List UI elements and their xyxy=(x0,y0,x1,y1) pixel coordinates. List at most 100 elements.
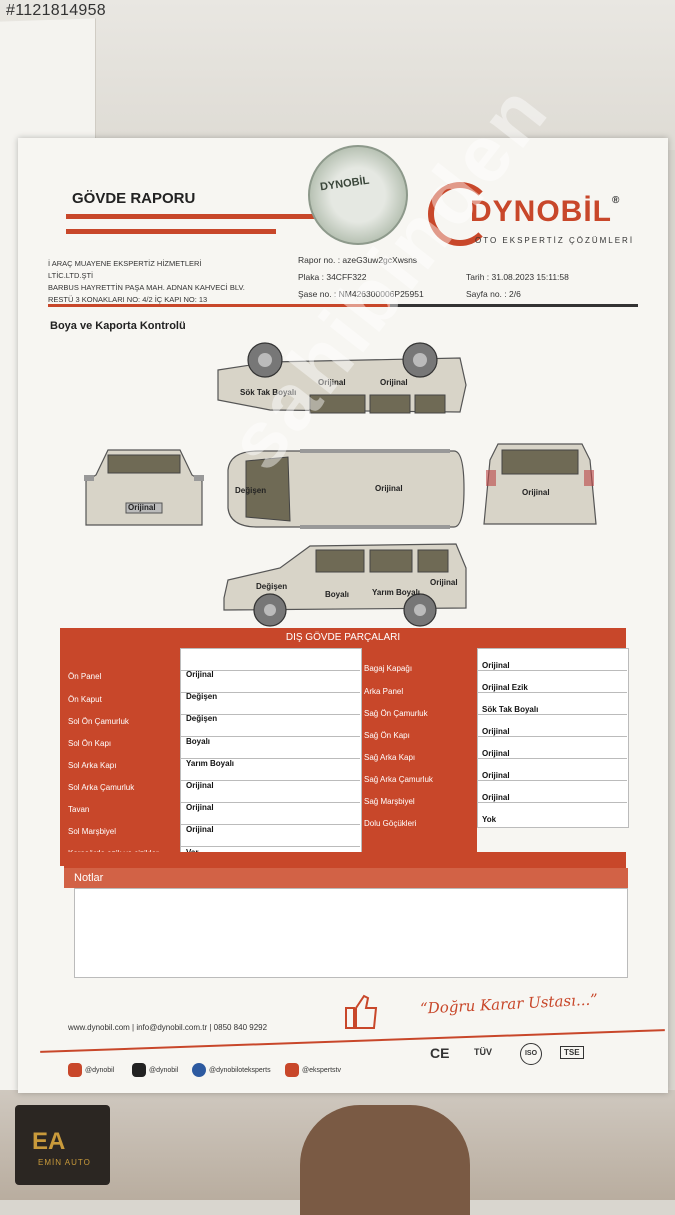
table-row-status: Değişen xyxy=(186,692,218,701)
table-row-status: Orijinal xyxy=(482,749,510,758)
car-label-front: Orijinal xyxy=(128,503,156,512)
social-facebook: @dynobiloteksperts xyxy=(192,1063,271,1077)
parts-table-left-labels xyxy=(60,648,180,866)
grid-line xyxy=(180,692,360,693)
car-roof-diagram xyxy=(227,449,465,529)
car-label-orijinal-1: Orijinal xyxy=(318,378,346,387)
table-row-status: Orijinal xyxy=(186,781,214,790)
table-row-part: Dolu Göçükleri xyxy=(364,819,417,828)
grid-line xyxy=(180,824,360,825)
notes-box xyxy=(74,888,628,978)
table-row-status: Orijinal xyxy=(186,670,214,679)
badge-mark: EA xyxy=(32,1128,66,1155)
car-rear-diagram xyxy=(483,443,597,525)
page-number: Sayfa no. : 2/6 xyxy=(466,289,521,299)
plate-number: Plaka : 34CFF322 xyxy=(298,272,367,282)
car-label-side-orijinal: Orijinal xyxy=(430,578,458,587)
car-label-side-boyali: Boyalı xyxy=(325,590,350,599)
company-info: İ ARAÇ MUAYENE EKSPERTİZ HİZMETLERİ LTİC… xyxy=(48,259,245,304)
grid-line xyxy=(180,846,360,847)
table-row-part: Sol Ön Çamurluk xyxy=(68,717,129,726)
table-row-part: Bagaj Kapağı xyxy=(364,664,413,673)
brand-logo: DYNOBİL® xyxy=(470,195,621,228)
thumbs-up-icon xyxy=(345,994,378,1029)
footer-contact: www.dynobil.com | info@dynobil.com.tr | … xyxy=(68,1023,268,1032)
car-label-sok-tak: Sök Tak Boyalı xyxy=(240,388,297,397)
table-row-status: Orijinal xyxy=(482,771,510,780)
table-row-part: Sağ Ön Kapı xyxy=(364,731,410,740)
iso-mark: ISO xyxy=(520,1043,542,1065)
section-title: Boya ve Kaporta Kontrolü xyxy=(50,320,186,332)
facebook-icon xyxy=(192,1063,206,1077)
social-youtube: @ekspertstv xyxy=(285,1063,341,1077)
social-tiktok: @dynobil xyxy=(132,1063,178,1077)
grid-line xyxy=(180,670,360,671)
table-row-status: Yok xyxy=(482,815,497,824)
table-row-part: Ön Panel xyxy=(68,672,102,681)
table-row-part: Sol Marşbiyel xyxy=(68,827,117,836)
table-row-status: Orijinal xyxy=(482,793,510,802)
corner-badge xyxy=(15,1105,110,1185)
car-right-side-diagram xyxy=(217,342,467,414)
grid-line xyxy=(477,714,627,715)
table-row-status: Sök Tak Boyalı xyxy=(482,705,539,714)
grid-line xyxy=(477,758,627,759)
notes-divider xyxy=(64,852,626,870)
brand-logo-icon xyxy=(428,182,492,246)
car-label-orijinal-2: Orijinal xyxy=(380,378,408,387)
table-row-part: Sağ Marşbiyel xyxy=(364,797,415,806)
car-left-side-diagram xyxy=(223,543,467,627)
table-row-status: Orijinal xyxy=(482,661,510,670)
report-date: Tarih : 31.08.2023 15:11:58 xyxy=(466,272,569,282)
tiktok-icon xyxy=(132,1063,146,1077)
grid-line xyxy=(180,780,360,781)
parts-table-right-values xyxy=(477,648,629,828)
car-label-roof-orijinal: Orijinal xyxy=(375,484,403,493)
title-underline xyxy=(66,214,316,219)
table-row-part: Sağ Ön Çamurluk xyxy=(364,709,428,718)
grid-line xyxy=(477,692,627,693)
header-divider xyxy=(48,304,638,307)
report-title: GÖVDE RAPORU xyxy=(72,190,196,207)
tse-mark: TSE xyxy=(560,1046,584,1059)
grid-line xyxy=(477,802,627,803)
parts-table-title: DIŞ GÖVDE PARÇALARI xyxy=(60,628,626,648)
table-row-part: Sağ Arka Kapı xyxy=(364,753,416,762)
table-row-status: Boyalı xyxy=(186,737,211,746)
grid-line xyxy=(477,780,627,781)
table-row-status: Yarım Boyalı xyxy=(186,759,235,768)
table-row-status: Orijinal xyxy=(186,825,214,834)
parts-table-right-labels xyxy=(362,648,477,856)
table-row-part: Sol Arka Çamurluk xyxy=(68,783,135,792)
brand-subtitle: OTO EKSPERTİZ ÇÖZÜMLERİ xyxy=(475,236,635,245)
hologram-seal-icon xyxy=(308,145,408,245)
hand xyxy=(300,1105,470,1215)
table-row-part: Sol Ön Kapı xyxy=(68,739,112,748)
table-row-status: Orijinal Ezik xyxy=(482,683,528,692)
car-label-rear: Orijinal xyxy=(522,488,550,497)
title-underline-2 xyxy=(66,229,276,234)
table-row-part: Sağ Arka Çamurluk xyxy=(364,775,433,784)
grid-line xyxy=(180,714,360,715)
youtube-icon xyxy=(285,1063,299,1077)
table-row-part: Arka Panel xyxy=(364,687,404,696)
table-row-part: Ön Kaput xyxy=(68,695,102,704)
table-row-part: Tavan xyxy=(68,805,90,814)
badge-name: EMİN AUTO xyxy=(38,1158,91,1167)
grid-line xyxy=(180,802,360,803)
grid-line xyxy=(180,758,360,759)
table-row-status: Orijinal xyxy=(482,727,510,736)
grid-line xyxy=(180,736,360,737)
instagram-icon xyxy=(68,1063,82,1077)
car-label-side-degisen: Değişen xyxy=(256,582,288,591)
listing-id: #1121814958 xyxy=(6,2,106,19)
header-divider-dark xyxy=(390,304,638,307)
chassis-number: Şase no. : NM426300006P25951 xyxy=(298,289,424,299)
background-top xyxy=(0,0,675,150)
ce-mark: CE xyxy=(430,1045,450,1061)
notes-title: Notlar xyxy=(64,868,628,888)
report-number: Rapor no. : azeG3uw2gcXwsns xyxy=(298,255,418,265)
car-label-side-yarim: Yarım Boyalı xyxy=(372,588,421,597)
grid-line xyxy=(477,736,627,737)
grid-line xyxy=(477,670,627,671)
